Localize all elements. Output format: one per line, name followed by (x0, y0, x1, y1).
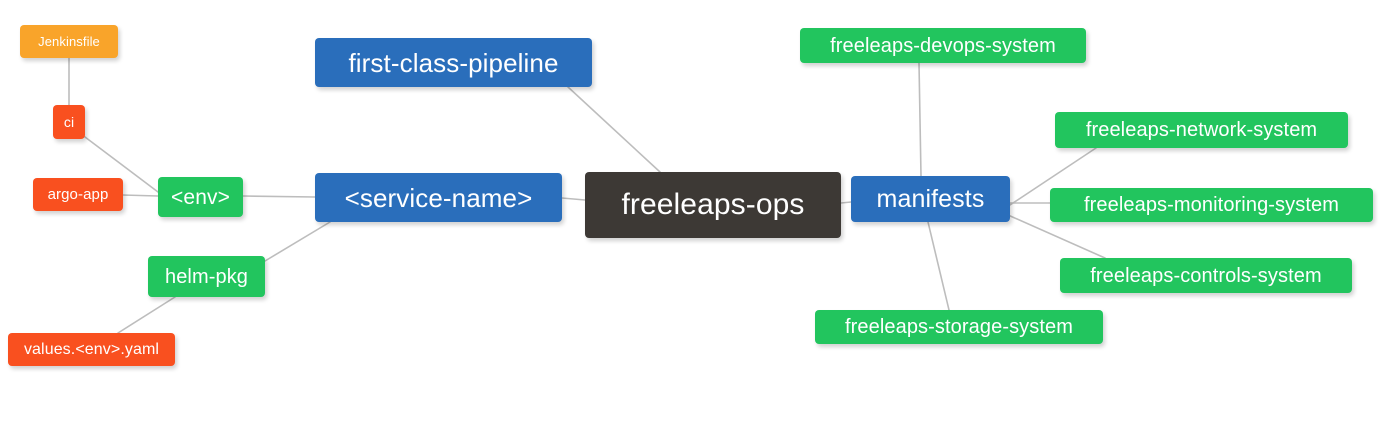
node-label-argo-app: argo-app (47, 186, 109, 203)
edge-manifests-to-freeleaps-storage-system (927, 221, 950, 311)
edge-argo-app-to-env (122, 194, 159, 197)
edge-first-class-pipeline-to-freeleaps-ops (567, 86, 661, 173)
node-freeleaps-devops-system[interactable]: freeleaps-devops-system (800, 28, 1086, 63)
node-label-manifests: manifests (876, 184, 985, 213)
edge-service-name-to-helm-pkg (264, 221, 331, 262)
node-service-name[interactable]: <service-name> (315, 173, 562, 222)
node-manifests[interactable]: manifests (851, 176, 1010, 222)
node-label-freeleaps-controls-system: freeleaps-controls-system (1090, 264, 1322, 287)
node-env[interactable]: <env> (158, 177, 243, 217)
node-label-first-class-pipeline: first-class-pipeline (348, 47, 559, 78)
node-label-freeleaps-devops-system: freeleaps-devops-system (830, 34, 1056, 57)
node-freeleaps-controls-system[interactable]: freeleaps-controls-system (1060, 258, 1352, 293)
node-jenkinsfile[interactable]: Jenkinsfile (20, 25, 118, 58)
edge-helm-pkg-to-values-yaml (117, 296, 176, 334)
node-label-jenkinsfile: Jenkinsfile (38, 34, 100, 49)
edge-freeleaps-ops-to-manifests (840, 201, 852, 204)
node-label-freeleaps-storage-system: freeleaps-storage-system (844, 316, 1074, 338)
edge-manifests-to-freeleaps-devops-system (918, 62, 922, 177)
node-freeleaps-storage-system[interactable]: freeleaps-storage-system (815, 310, 1103, 344)
node-label-service-name: <service-name> (344, 182, 533, 213)
edge-env-to-service-name (242, 195, 316, 198)
node-ci[interactable]: ci (53, 105, 85, 139)
node-helm-pkg[interactable]: helm-pkg (148, 256, 265, 297)
node-label-freeleaps-ops: freeleaps-ops (621, 188, 805, 221)
node-freeleaps-network-system[interactable]: freeleaps-network-system (1055, 112, 1348, 148)
edge-service-name-to-freeleaps-ops (561, 197, 586, 201)
node-label-values-yaml: values.<env>.yaml (23, 340, 160, 358)
node-label-freeleaps-network-system: freeleaps-network-system (1085, 119, 1318, 141)
node-freeleaps-ops[interactable]: freeleaps-ops (585, 172, 841, 238)
node-label-helm-pkg: helm-pkg (164, 265, 249, 288)
node-argo-app[interactable]: argo-app (33, 178, 123, 211)
node-label-freeleaps-monitoring-system: freeleaps-monitoring-system (1083, 194, 1339, 216)
node-values-yaml[interactable]: values.<env>.yaml (8, 333, 175, 366)
node-label-env: <env> (171, 185, 230, 209)
node-label-ci: ci (63, 114, 75, 130)
node-first-class-pipeline[interactable]: first-class-pipeline (315, 38, 592, 87)
node-freeleaps-monitoring-system[interactable]: freeleaps-monitoring-system (1050, 188, 1373, 222)
